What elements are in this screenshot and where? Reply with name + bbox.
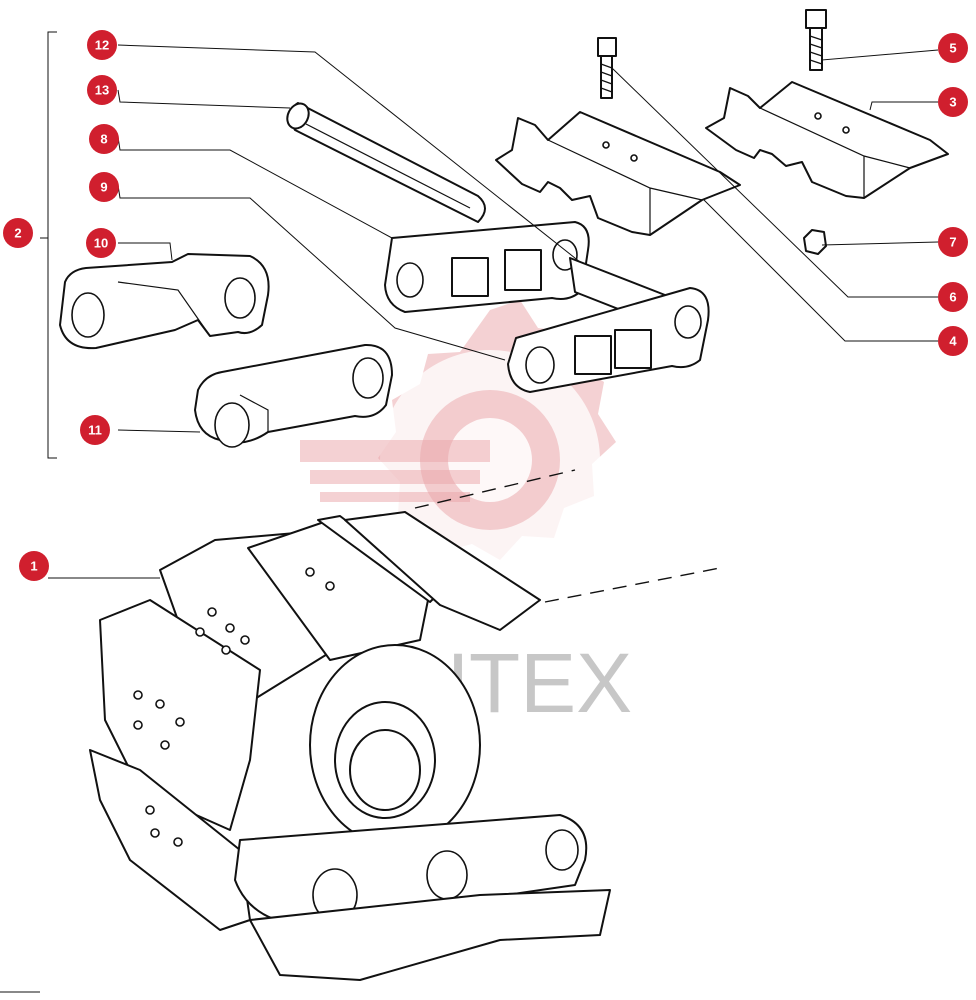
leader-lines xyxy=(48,44,939,579)
svg-text:13: 13 xyxy=(95,83,109,98)
callout-1: 1 xyxy=(19,551,49,581)
group-bracket xyxy=(40,31,57,459)
svg-text:8: 8 xyxy=(100,132,107,147)
link-assembly-part xyxy=(384,221,710,393)
track-assembly-part xyxy=(89,511,611,981)
svg-text:9: 9 xyxy=(100,180,107,195)
guide-line xyxy=(414,469,576,509)
track-link-part xyxy=(194,343,393,448)
callout-8: 8 xyxy=(89,124,119,154)
svg-text:1: 1 xyxy=(30,559,37,574)
callout-4: 4 xyxy=(938,326,968,356)
callout-3: 3 xyxy=(938,87,968,117)
svg-text:7: 7 xyxy=(949,235,956,250)
callout-2: 2 xyxy=(3,218,33,248)
track-link-part xyxy=(59,253,270,350)
svg-text:12: 12 xyxy=(95,38,109,53)
svg-text:10: 10 xyxy=(94,236,108,251)
track-shoe-part xyxy=(705,81,949,199)
svg-text:3: 3 xyxy=(949,95,956,110)
nut-part xyxy=(803,229,827,255)
callout-7: 7 xyxy=(938,227,968,257)
callout-10: 10 xyxy=(86,228,116,258)
track-pin-part xyxy=(286,102,486,223)
callout-13: 13 xyxy=(87,75,117,105)
svg-text:2: 2 xyxy=(14,226,21,241)
callout-11: 11 xyxy=(80,415,110,445)
svg-text:5: 5 xyxy=(949,41,956,56)
track-shoe-part xyxy=(495,111,741,236)
bolt-part xyxy=(805,9,827,71)
callout-9: 9 xyxy=(89,172,119,202)
svg-text:4: 4 xyxy=(949,334,957,349)
callout-12: 12 xyxy=(87,30,117,60)
guide-line xyxy=(544,567,721,603)
callout-6: 6 xyxy=(938,282,968,312)
svg-text:11: 11 xyxy=(88,423,102,438)
callout-5: 5 xyxy=(938,33,968,63)
bolt-part xyxy=(597,37,617,99)
svg-text:6: 6 xyxy=(949,290,956,305)
